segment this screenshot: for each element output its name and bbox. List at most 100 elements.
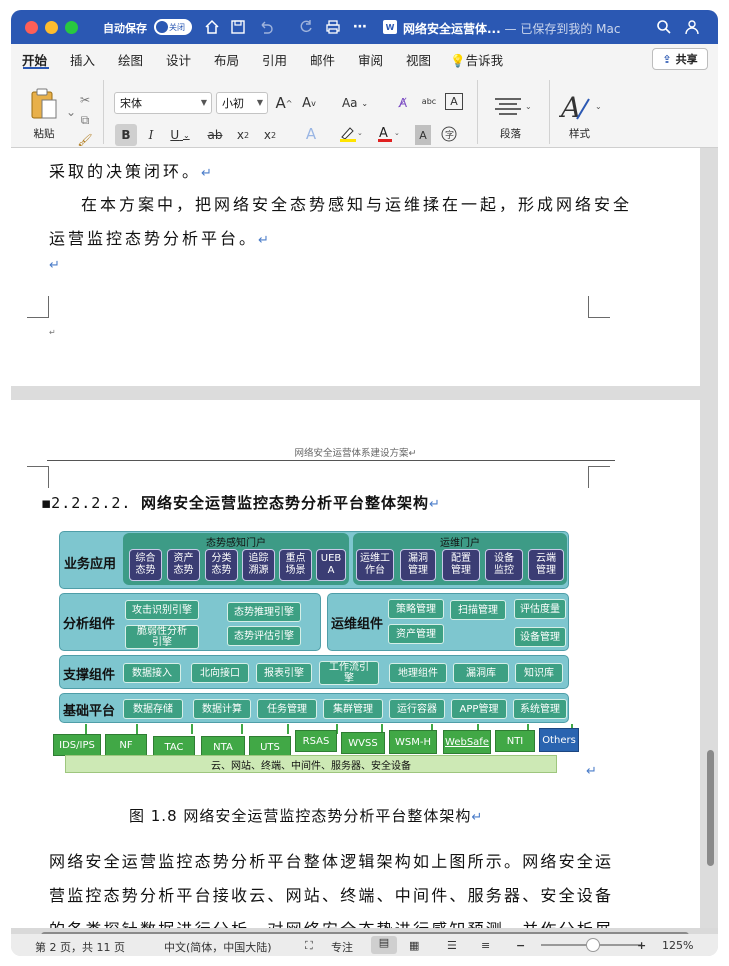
font-color-icon: A⌄ — [378, 126, 400, 142]
small-paragraph-mark: ↵ — [49, 328, 56, 337]
base-item: APP管理 — [451, 699, 507, 719]
text-effects-icon[interactable]: A — [305, 125, 317, 143]
phonetic-guide-button[interactable]: abc — [418, 91, 440, 111]
probe-node: WebSafe — [443, 730, 491, 754]
italic-button[interactable]: I — [142, 125, 160, 145]
paragraph-mark: ↵ — [258, 233, 269, 248]
copy-icon[interactable]: ⧉ — [80, 112, 90, 127]
cut-icon[interactable]: ✂ — [79, 93, 91, 107]
language-status[interactable]: 中文(简体，中国大陆) — [164, 941, 272, 954]
character-border-icon[interactable]: A — [445, 93, 463, 110]
grow-font-button[interactable]: A^ — [275, 94, 293, 112]
tab-references[interactable]: 引用 — [262, 53, 288, 68]
save-icon[interactable] — [229, 18, 247, 36]
caption-text: 图 1.8 网络安全运营监控态势分析平台整体架构 — [129, 807, 472, 825]
base-item: 任务管理 — [257, 699, 317, 719]
tell-me[interactable]: 💡告诉我 — [450, 50, 503, 69]
connector-line — [477, 724, 479, 734]
font-size-select[interactable]: 小初▼ — [216, 92, 268, 114]
strikethrough-button[interactable]: ab — [204, 125, 226, 145]
share-button[interactable]: ⇪ 共享 — [652, 48, 708, 70]
web-layout-icon[interactable]: ▦ — [409, 939, 420, 952]
autosave-toggle[interactable]: 关闭 — [154, 19, 192, 35]
chevron-down-icon: ▼ — [200, 98, 207, 107]
ops-comp-item: 评估度量 — [514, 599, 566, 619]
redo-icon[interactable] — [297, 18, 315, 36]
change-case-button[interactable]: Aa ⌄ — [341, 96, 369, 110]
page-count[interactable]: 第 2 页，共 11 页 — [35, 941, 125, 954]
tab-design[interactable]: 设计 — [166, 53, 192, 68]
tab-review[interactable]: 审阅 — [358, 53, 384, 68]
document-canvas[interactable]: 采取的决策闭环。↵ 在本方案中，把网络安全态势感知与运维揉在一起，形成网络安全 … — [11, 148, 718, 928]
support-layer-label: 支撑组件 — [63, 668, 116, 683]
paste-button[interactable]: 粘贴 — [27, 88, 61, 141]
ops-portal-item: 漏洞管理 — [400, 549, 436, 581]
svg-text:字: 字 — [445, 129, 454, 141]
active-tab-indicator — [23, 67, 49, 69]
highlighter-icon: ⌄ — [340, 127, 362, 142]
header-rule — [47, 460, 615, 461]
tab-view[interactable]: 视图 — [406, 53, 432, 68]
zoom-in-icon[interactable]: + — [637, 939, 647, 952]
highlight-color-button[interactable]: ⌄ — [337, 124, 363, 144]
support-item: 工作流引擎 — [319, 661, 379, 685]
home-icon[interactable] — [203, 18, 221, 36]
search-icon[interactable] — [655, 18, 673, 36]
page-header: 网络安全运营体系建设方案↵ — [294, 448, 417, 459]
font-name-select[interactable]: 宋体▼ — [114, 92, 212, 114]
zoom-level[interactable]: 125% — [662, 939, 694, 952]
vertical-scrollbar[interactable] — [707, 750, 714, 866]
clear-formatting-icon[interactable]: A̸ — [398, 96, 408, 110]
tab-draw[interactable]: 绘图 — [118, 53, 144, 68]
ribbon-tabs: 开始 插入 绘图 设计 布局 引用 邮件 审阅 视图 💡告诉我 ⇪ 共享 — [11, 44, 718, 70]
styles-button[interactable]: A⌄ — [559, 90, 603, 124]
paste-dropdown-icon[interactable]: ⌄ — [65, 105, 77, 119]
infrastructure-bar: 云、网站、终端、中间件、服务器、安全设备 — [65, 755, 557, 773]
focus-label[interactable]: 专注 — [331, 941, 353, 954]
tab-mailings[interactable]: 邮件 — [310, 53, 336, 68]
svg-text:⌄: ⌄ — [394, 129, 400, 137]
phonetic-label: abc — [421, 96, 437, 106]
paragraph-button[interactable]: ⌄ — [491, 94, 535, 120]
bold-button[interactable]: B — [115, 124, 137, 146]
zoom-slider-thumb[interactable] — [586, 938, 600, 952]
analysis-layer-label: 分析组件 — [63, 617, 116, 632]
connector-line — [527, 724, 529, 734]
draft-view-icon[interactable]: ≡ — [481, 939, 491, 952]
print-icon[interactable] — [324, 18, 342, 36]
focus-icon[interactable]: ⛶ — [305, 939, 313, 952]
styles-icon: A⌄ — [559, 91, 602, 123]
font-color-button[interactable]: A⌄ — [375, 124, 401, 144]
situation-item: 追踪溯源 — [242, 549, 275, 581]
status-bar: 第 2 页，共 11 页 中文(简体，中国大陆) ⛶ 专注 ▤ ▦ ☰ ≡ − … — [11, 934, 718, 956]
zoom-window-button[interactable] — [65, 21, 78, 34]
print-layout-icon[interactable]: ▤ — [371, 936, 397, 954]
character-shading-icon[interactable]: A — [415, 125, 431, 145]
more-icon[interactable]: ⋯ — [353, 19, 367, 35]
paragraph-mark: ↵ — [428, 497, 440, 512]
situation-item: 综合态势 — [129, 549, 162, 581]
tab-insert[interactable]: 插入 — [70, 53, 96, 68]
minimize-window-button[interactable] — [45, 21, 58, 34]
close-window-button[interactable] — [25, 21, 38, 34]
zoom-slider[interactable] — [541, 938, 641, 952]
undo-icon[interactable] — [257, 18, 275, 36]
probe-node: WSM-H — [389, 730, 437, 754]
tab-home[interactable]: 开始 — [22, 53, 48, 68]
zoom-out-icon[interactable]: − — [516, 939, 526, 952]
title-bar: 自动保存 关闭 ⋯ W 网络安全运营体... — 已保存到我的 Mac — [11, 10, 718, 44]
tab-layout[interactable]: 布局 — [214, 53, 240, 68]
outline-view-icon[interactable]: ☰ — [447, 939, 457, 952]
architecture-diagram[interactable]: 业务应用 态势感知门户 综合态势 资产态势 分类态势 追踪溯源 重点场景 UEB… — [51, 523, 591, 785]
account-icon[interactable] — [683, 18, 701, 36]
body-line: 的各类探针数据进行分析，对网络安全态势进行感知预测，并作分析展 — [49, 916, 613, 928]
margin-corner-mark — [588, 296, 610, 318]
ops-comp-item: 设备管理 — [514, 627, 566, 647]
enclose-characters-icon[interactable]: 字 — [439, 124, 459, 144]
line-text: 在本方案中，把网络安全态势感知与运维揉在一起，形成网络安全 — [81, 195, 633, 214]
underline-button[interactable]: U ⌄ — [170, 128, 190, 142]
format-painter-icon[interactable]: 🖌 — [77, 133, 93, 147]
